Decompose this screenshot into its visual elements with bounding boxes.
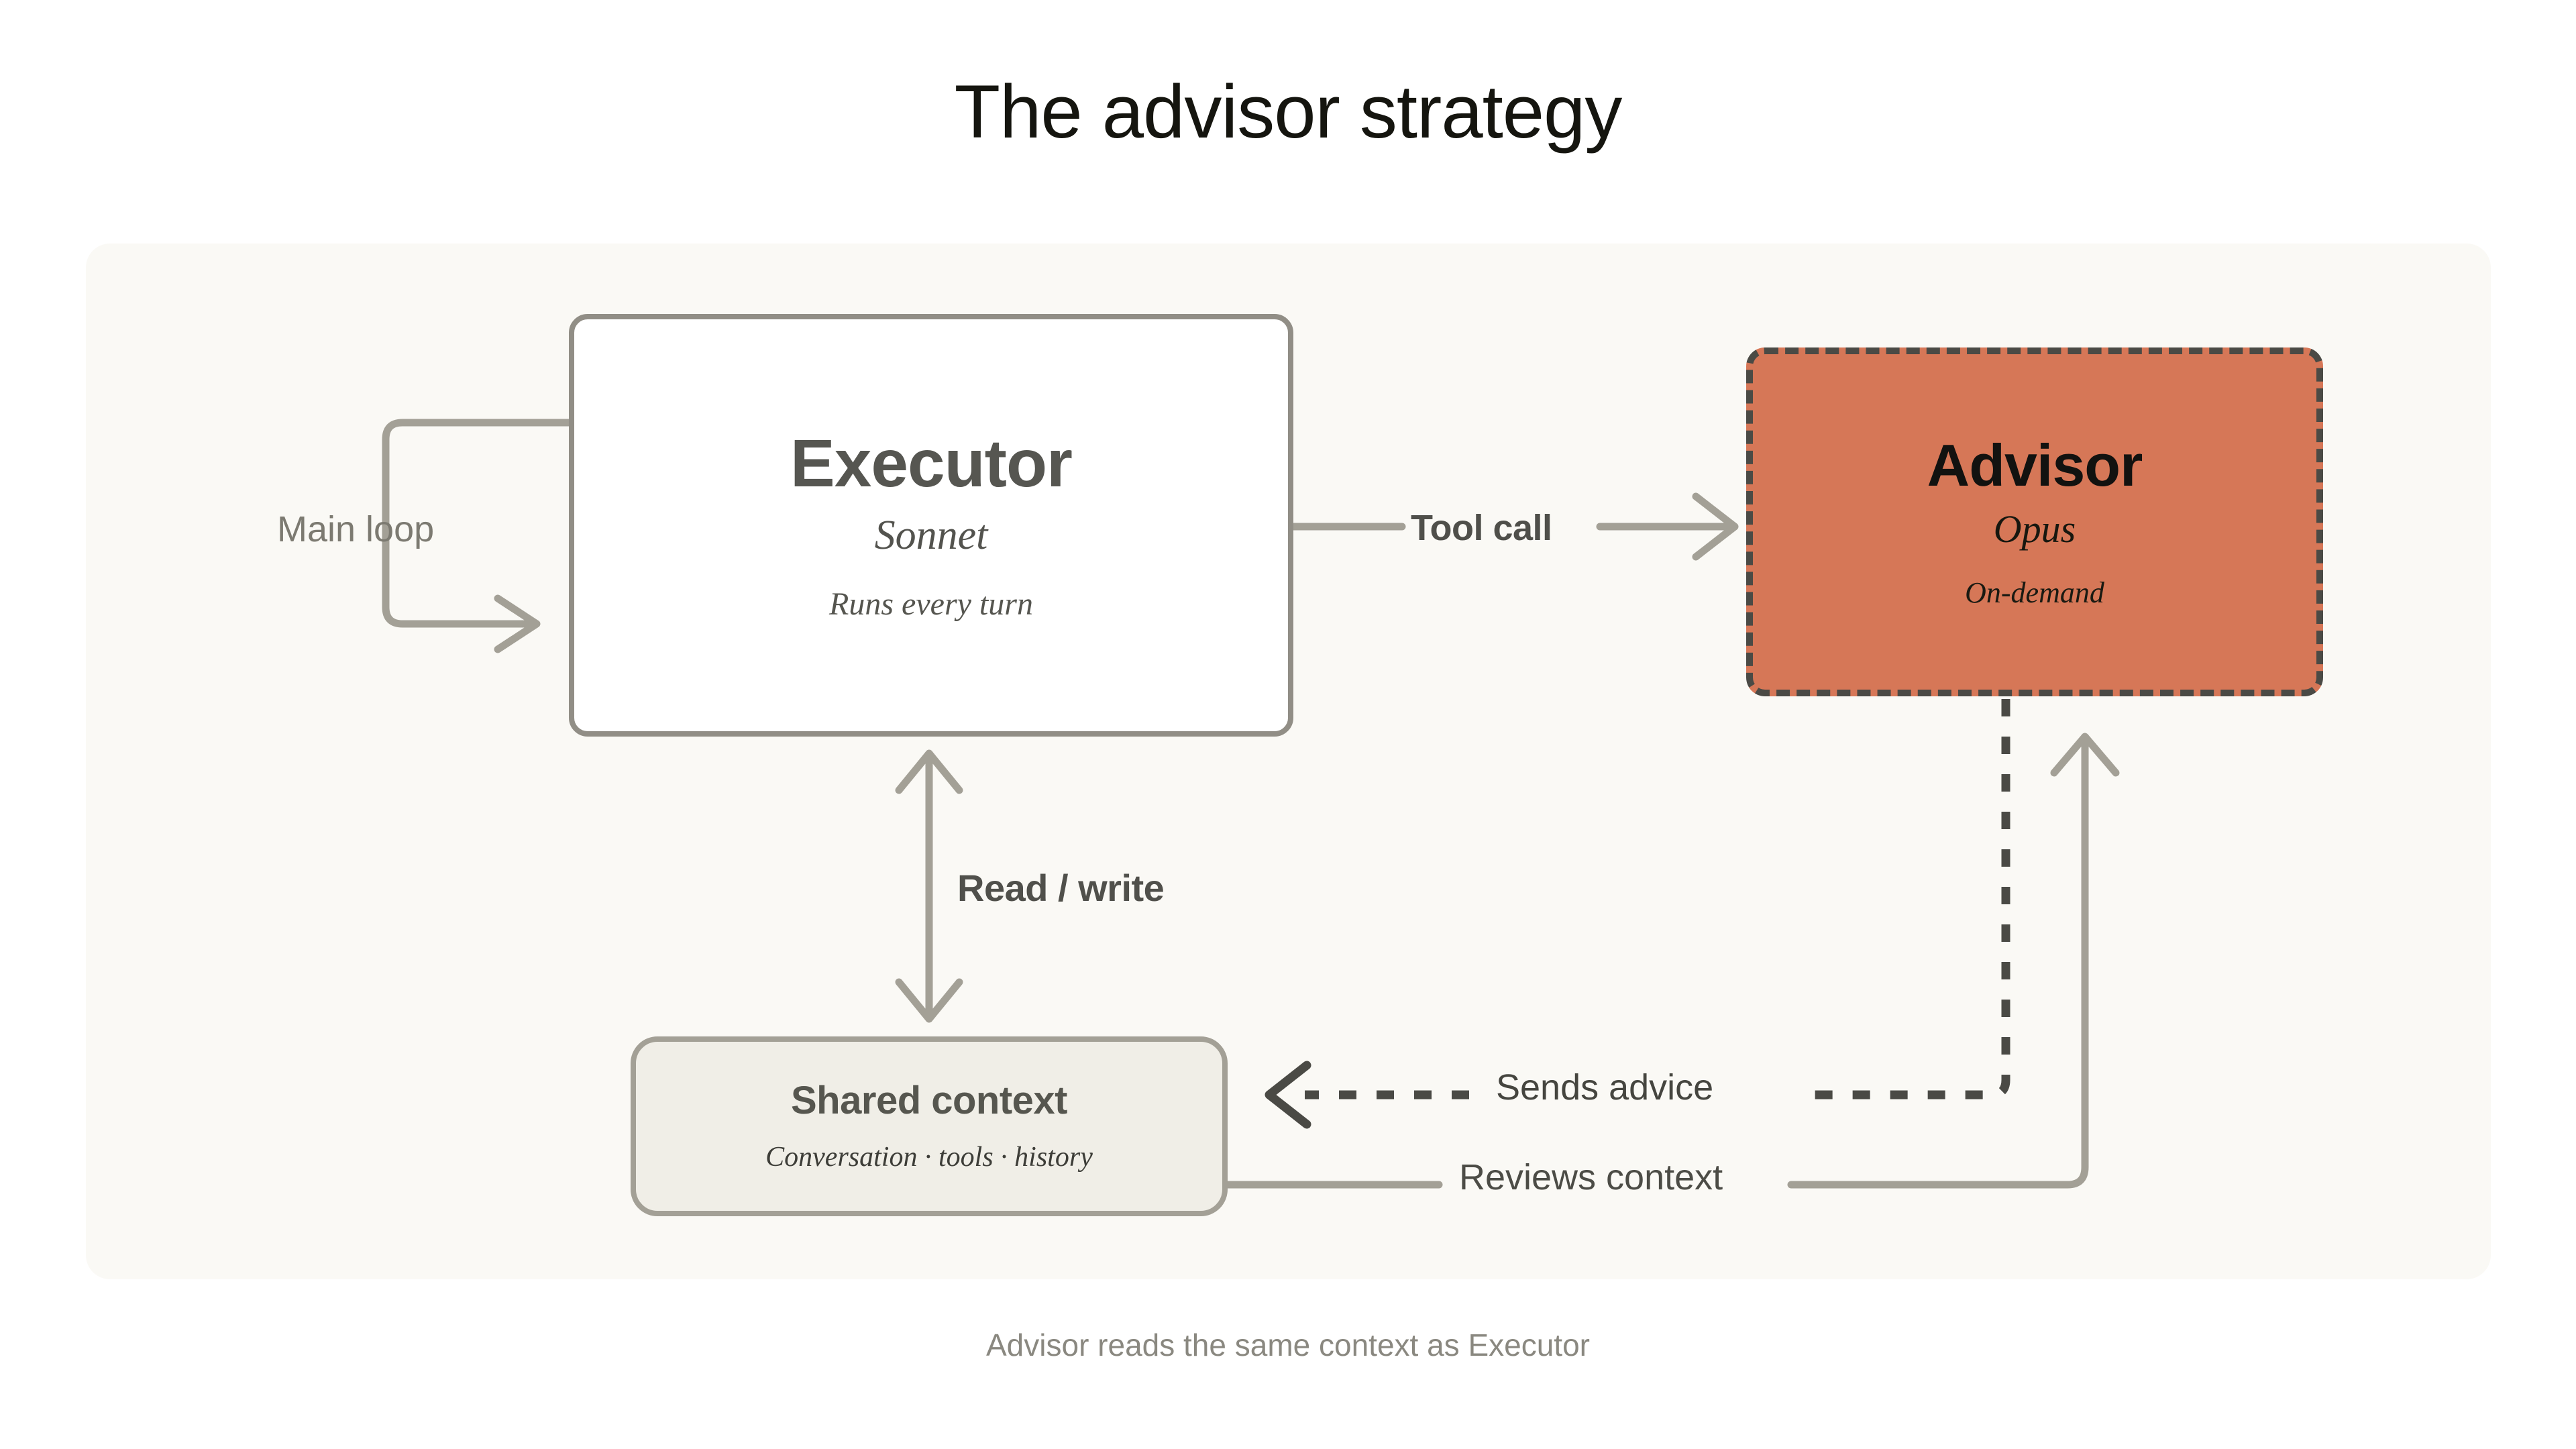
page-title: The advisor strategy [954, 70, 1623, 154]
edge-label-main-loop: Main loop [277, 509, 435, 549]
edge-label-tool-call: Tool call [1411, 508, 1552, 548]
node-shared-context-note: Conversation · tools · history [765, 1142, 1093, 1173]
node-advisor-note: On-demand [1965, 576, 2104, 609]
node-shared-context[interactable]: Shared context Conversation · tools · hi… [631, 1036, 1228, 1216]
edge-label-reviews-context: Reviews context [1459, 1157, 1723, 1197]
node-executor-subtitle: Sonnet [874, 513, 988, 558]
edge-label-read-write: Read / write [957, 867, 1165, 909]
node-executor[interactable]: Executor Sonnet Runs every turn [569, 314, 1293, 737]
node-executor-note: Runs every turn [829, 586, 1033, 622]
node-advisor[interactable]: Advisor Opus On-demand [1746, 347, 2323, 696]
node-executor-title: Executor [790, 426, 1073, 501]
node-shared-context-title: Shared context [791, 1079, 1068, 1122]
diagram-caption: Advisor reads the same context as Execut… [986, 1328, 1590, 1362]
edge-label-sends-advice: Sends advice [1496, 1067, 1714, 1108]
node-advisor-subtitle: Opus [1993, 507, 2076, 551]
node-advisor-title: Advisor [1927, 432, 2143, 498]
